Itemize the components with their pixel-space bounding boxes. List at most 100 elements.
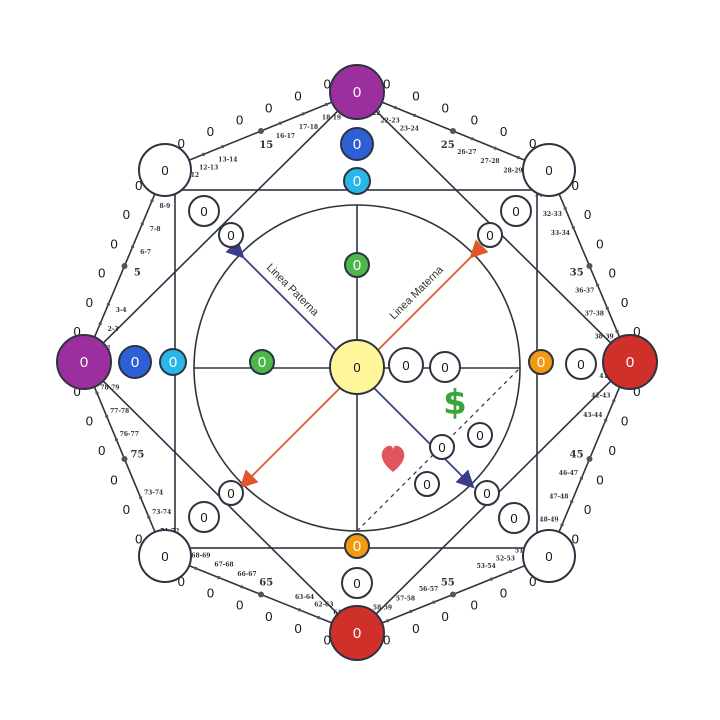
top-green-value: 0 — [353, 257, 361, 274]
bottom-orange-value: 0 — [353, 538, 361, 555]
age-label: 73-74 — [152, 509, 171, 516]
age-label: 47-48 — [549, 493, 568, 500]
age-tick — [409, 609, 413, 614]
age-tick — [560, 523, 564, 527]
age-tick — [139, 496, 143, 500]
tr-1-value: 0 — [512, 204, 519, 219]
left-blue-value: 0 — [131, 354, 139, 371]
corner-bottom-right: 0 — [522, 529, 576, 583]
age-label: 8-9 — [159, 203, 170, 210]
decade-marker — [258, 128, 264, 134]
right-orange-point: 0 — [528, 349, 554, 375]
age-label: 58-59 — [373, 605, 392, 612]
outer-zero: 0 — [584, 207, 591, 222]
decade-label: 65 — [259, 578, 273, 589]
outer-zero: 0 — [572, 178, 579, 193]
outer-zero: 0 — [596, 236, 603, 251]
age-tick — [95, 391, 99, 395]
money-point-1: 0 — [429, 434, 455, 460]
decade-marker — [258, 591, 264, 598]
outer-zero: 0 — [236, 597, 243, 612]
bottom-point-value: 0 — [353, 625, 361, 642]
corner-top-right: 0 — [522, 143, 576, 197]
corner-bottom-right-value: 0 — [545, 549, 552, 564]
decade-marker — [121, 456, 128, 462]
outer-zero: 0 — [584, 502, 591, 517]
money-point-3: 0 — [414, 471, 440, 497]
top-cyan-value: 0 — [353, 173, 361, 190]
decade-label: 35 — [570, 267, 584, 278]
outer-zero: 0 — [110, 236, 117, 251]
age-tick — [413, 113, 417, 117]
age-tick — [489, 577, 493, 581]
center-right-point-1: 0 — [388, 347, 424, 383]
age-label: 56-57 — [419, 586, 438, 593]
age-tick — [131, 245, 135, 249]
outer-zero: 0 — [73, 384, 80, 399]
linea-materna-label: Linea Materna — [388, 263, 447, 322]
decade-label: 45 — [570, 450, 584, 461]
outer-zero: 0 — [412, 89, 419, 104]
left-green-value: 0 — [258, 354, 266, 371]
outer-zero: 0 — [529, 136, 536, 151]
tl-point-1: 0 — [188, 195, 220, 227]
age-tick — [604, 418, 608, 422]
age-label: 18-19 — [322, 115, 341, 122]
top-point: 0 — [329, 64, 385, 120]
age-label: 13-14 — [218, 157, 237, 164]
outer-zero: 0 — [324, 77, 331, 92]
age-label: 3-4 — [116, 307, 127, 314]
age-label: 28-29 — [503, 168, 522, 175]
center-right-point-2: 0 — [429, 351, 461, 383]
outer-zero: 0 — [178, 574, 185, 589]
age-tick — [605, 306, 609, 310]
br-2-value: 0 — [510, 511, 517, 526]
bl-2-value: 0 — [200, 510, 207, 525]
age-tick — [201, 152, 205, 156]
age-label: 27-28 — [480, 158, 499, 165]
outer-zero: 0 — [294, 89, 301, 104]
outer-zero: 0 — [135, 178, 142, 193]
dollar-icon: $ — [443, 383, 467, 423]
decade-marker — [586, 456, 593, 462]
age-tick — [615, 329, 619, 333]
age-label: 66-67 — [237, 571, 256, 578]
center-right-1-value: 0 — [402, 358, 409, 373]
linea-paterna-label: Linea Paterna — [264, 262, 322, 320]
age-tick — [114, 438, 118, 442]
age-label: 33-34 — [551, 230, 570, 237]
top-green-point: 0 — [344, 252, 370, 278]
age-tick — [516, 155, 520, 160]
outer-zero: 0 — [621, 295, 628, 310]
outer-zero: 0 — [73, 324, 80, 339]
age-label: 42-43 — [591, 392, 610, 399]
outer-zero: 0 — [86, 295, 93, 310]
age-label: 16-17 — [276, 133, 295, 140]
outer-zero: 0 — [135, 532, 142, 547]
age-tick — [596, 283, 600, 287]
left-blue-point: 0 — [118, 345, 152, 379]
outer-zero: 0 — [207, 586, 214, 601]
decade-label: 25 — [441, 140, 455, 151]
age-tick — [278, 121, 282, 125]
outer-zero: 0 — [633, 324, 640, 339]
outer-zero: 0 — [123, 207, 130, 222]
age-label: 43-44 — [583, 412, 602, 419]
outer-zero: 0 — [294, 621, 301, 636]
age-tick — [140, 222, 144, 226]
age-tick — [105, 414, 109, 418]
age-label: 6-7 — [140, 249, 151, 256]
age-tick — [493, 146, 497, 150]
age-label: 23-24 — [400, 125, 419, 132]
age-tick — [612, 399, 616, 403]
age-label: 38-39 — [594, 334, 613, 341]
age-label: 48-49 — [539, 517, 558, 524]
corner-top-left: 0 — [138, 143, 192, 197]
br-point-2: 0 — [498, 502, 530, 534]
age-tick — [240, 585, 244, 589]
top-point-value: 0 — [353, 84, 361, 101]
age-tick — [393, 106, 397, 110]
age-tick — [324, 102, 328, 107]
decade-label: 5 — [134, 267, 141, 278]
